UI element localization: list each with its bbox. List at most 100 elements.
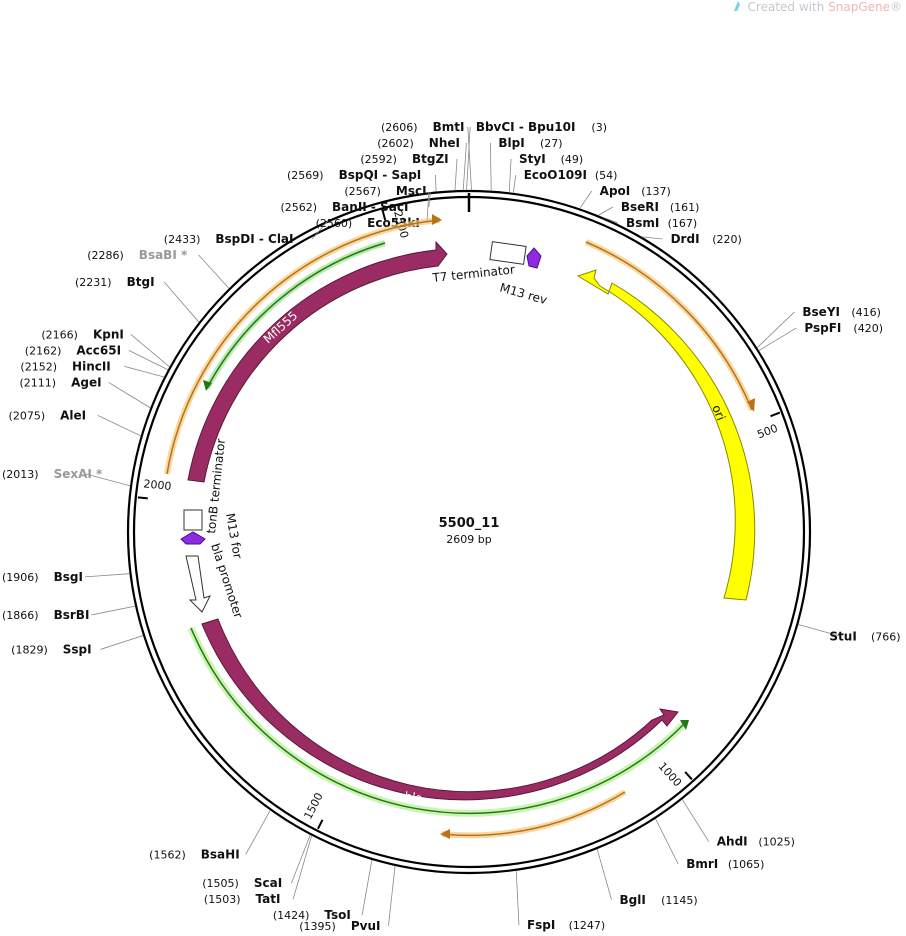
site-position: (3) bbox=[591, 121, 607, 134]
site-bseyi[interactable]: BseYI(416) bbox=[802, 305, 881, 319]
site-blpi[interactable]: BlpI(27) bbox=[498, 136, 562, 150]
site-nhei[interactable]: NheI (2602) bbox=[377, 136, 460, 150]
site-tsoi[interactable]: TsoI (1424) bbox=[273, 908, 351, 922]
site-line-drdi bbox=[641, 236, 663, 240]
site-ecoo109i[interactable]: EcoO109I(54) bbox=[524, 168, 618, 182]
site-line-bspqi-sapi bbox=[434, 174, 437, 192]
site-bmri[interactable]: BmrI(1065) bbox=[686, 857, 764, 871]
site-bgli[interactable]: BglI(1145) bbox=[620, 893, 698, 907]
site-line-layer bbox=[84, 126, 842, 927]
site-name: ScaI bbox=[254, 876, 282, 890]
site-position: (2602) bbox=[377, 137, 414, 150]
feature-label-m13-for: M13 for bbox=[223, 512, 245, 560]
site-name: MscI bbox=[396, 184, 427, 198]
site-drdi[interactable]: DrdI(220) bbox=[671, 232, 742, 246]
site-position: (2433) bbox=[164, 233, 201, 246]
feature-tonb-terminator[interactable] bbox=[183, 509, 203, 531]
site-bseri[interactable]: BseRI(161) bbox=[621, 200, 700, 214]
site-msci[interactable]: MscI(2567) bbox=[344, 184, 426, 198]
site-name: BsrBI bbox=[54, 608, 90, 622]
site-ahdi[interactable]: AhdI(1025) bbox=[717, 835, 795, 849]
site-line-hincii bbox=[124, 365, 165, 378]
site-bspdi-clai[interactable]: BspDI - ClaI(2433) bbox=[164, 232, 294, 246]
site-line-nhei bbox=[462, 142, 467, 191]
feature-bla-promoter[interactable] bbox=[185, 555, 211, 613]
site-position: (1424) bbox=[273, 909, 310, 922]
site-pvui[interactable]: PvuI(1395) bbox=[299, 919, 380, 933]
site-sspi[interactable]: SspI(1829) bbox=[11, 642, 91, 656]
feature-m13-rev[interactable] bbox=[526, 247, 542, 269]
snapgene-logo-icon bbox=[733, 1, 740, 11]
site-btgzi[interactable]: BtgZI(2592) bbox=[360, 152, 448, 166]
site-line-tsoi bbox=[361, 859, 373, 916]
site-bsrbi[interactable]: BsrBI(1866) bbox=[2, 608, 89, 622]
site-bbvci-bpu10i[interactable]: BbvCI - Bpu10I(3) bbox=[476, 120, 607, 134]
feature-m13-for[interactable] bbox=[180, 531, 206, 545]
site-name: TsoI bbox=[324, 908, 350, 922]
site-name: AhdI bbox=[717, 835, 748, 849]
tick-mark-2500 bbox=[381, 210, 387, 221]
site-line-pvui bbox=[388, 865, 396, 927]
site-position: (2152) bbox=[20, 360, 57, 373]
site-bmti[interactable]: BmtI(2606) bbox=[381, 120, 464, 134]
site-kpni[interactable]: KpnI(2166) bbox=[41, 327, 124, 341]
site-position: (220) bbox=[712, 233, 742, 246]
feature-mfl555[interactable] bbox=[187, 240, 448, 483]
site-sexai-[interactable]: SexAI * (2013) bbox=[2, 467, 103, 481]
site-styi[interactable]: StyI(49) bbox=[519, 152, 583, 166]
site-position: (2231) bbox=[75, 276, 112, 289]
site-name: BmtI bbox=[433, 120, 465, 134]
site-pspfi[interactable]: PspFI(420) bbox=[804, 321, 883, 335]
site-agei[interactable]: AgeI(2111) bbox=[19, 375, 101, 389]
site-position: (1395) bbox=[299, 920, 336, 933]
site-name: NheI bbox=[429, 136, 460, 150]
site-position: (1562) bbox=[149, 848, 186, 861]
site-bspqi-sapi[interactable]: BspQI - SapI(2569) bbox=[287, 168, 421, 182]
site-acc65i[interactable]: Acc65I(2162) bbox=[25, 343, 121, 357]
site-tati[interactable]: TatI(1503) bbox=[204, 892, 281, 906]
site-name: AgeI bbox=[71, 375, 101, 389]
feature-label-bla: bla bbox=[404, 789, 424, 805]
site-position: (49) bbox=[561, 153, 584, 166]
site-position: (1247) bbox=[569, 919, 606, 932]
site-btgi[interactable]: BtgI(2231) bbox=[75, 275, 155, 289]
site-name: BsaBI * bbox=[139, 248, 188, 262]
site-line-bsmi bbox=[602, 216, 619, 224]
site-name: EcoO109I bbox=[524, 168, 587, 182]
feature-t7-terminator[interactable] bbox=[489, 241, 527, 265]
site-name: BspQI - SapI bbox=[339, 168, 422, 182]
site-banii-saci[interactable]: BanII - SacI(2562) bbox=[280, 200, 408, 214]
feature-ori[interactable] bbox=[576, 269, 756, 601]
feature-bla[interactable] bbox=[201, 618, 679, 801]
site-line-alei bbox=[97, 414, 141, 437]
site-alei[interactable]: AleI(2075) bbox=[9, 408, 87, 422]
site-name: SexAI * bbox=[54, 467, 103, 481]
site-bsmi[interactable]: BsmI(167) bbox=[626, 216, 697, 230]
site-line-bmti bbox=[466, 126, 471, 191]
site-position: (1829) bbox=[11, 643, 48, 656]
site-name: BsgI bbox=[54, 570, 83, 584]
site-name: KpnI bbox=[93, 327, 124, 341]
plasmid-name: 5500_11 bbox=[439, 516, 500, 531]
site-line-bsrbi bbox=[91, 605, 136, 616]
site-line-bsgi bbox=[84, 573, 130, 578]
site-bsabi-[interactable]: BsaBI *(2286) bbox=[87, 248, 188, 262]
site-name: BanII - SacI bbox=[332, 200, 408, 214]
tick-label-2000: 2000 bbox=[143, 477, 172, 493]
orange-arc-right bbox=[584, 239, 755, 412]
site-label-layer: BbvCI - Bpu10I(3) BlpI(27) StyI(49) EcoO109… bbox=[2, 120, 901, 933]
site-stui[interactable]: StuI(766) bbox=[829, 629, 900, 643]
site-apoi[interactable]: ApoI(137) bbox=[600, 184, 671, 198]
credit-brand: SnapGene bbox=[828, 0, 890, 14]
site-fspi[interactable]: FspI(1247) bbox=[527, 918, 605, 932]
site-bsgi[interactable]: BsgI(1906) bbox=[2, 570, 83, 584]
site-hincii[interactable]: HincII(2152) bbox=[20, 359, 110, 373]
site-line-ahdi bbox=[681, 799, 710, 842]
site-position: (2013) bbox=[2, 468, 39, 481]
site-scai[interactable]: ScaI(1505) bbox=[202, 876, 282, 890]
site-bsahi[interactable]: BsaHI(1562) bbox=[149, 847, 240, 861]
site-line-bbvci-bpu10i bbox=[467, 126, 472, 191]
site-line-bsabi- bbox=[198, 254, 230, 289]
site-position: (137) bbox=[641, 185, 671, 198]
site-position: (161) bbox=[670, 201, 700, 214]
